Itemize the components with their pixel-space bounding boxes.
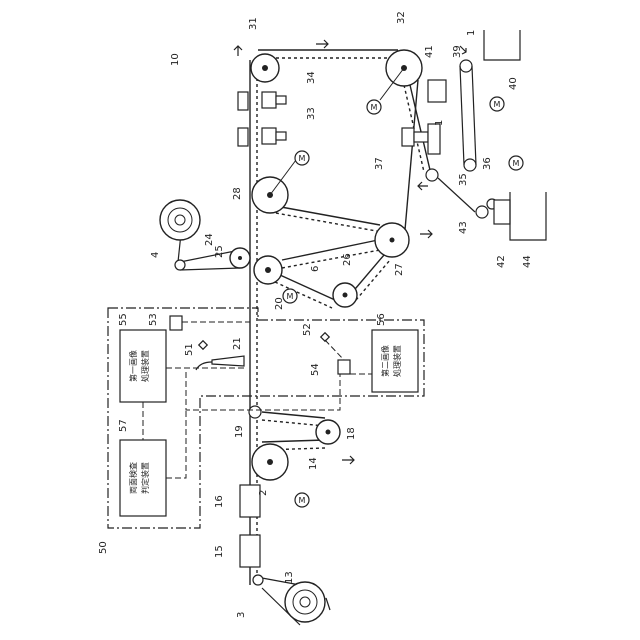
ref-33: 33 [306,107,317,120]
motor-label: M [494,100,501,109]
ref-40: 40 [508,77,519,90]
motor-label: M [299,154,306,163]
ref-50: 50 [98,541,109,554]
box-first-line-1: 第一画像 [128,350,138,382]
roller-27 [375,223,409,257]
motor-label: M [513,159,520,168]
ref-20: 20 [274,297,285,310]
ref-19: 19 [234,425,245,438]
ref-32: 32 [396,11,407,24]
ref-28: 28 [232,187,243,200]
sprocket-28 [252,160,296,213]
sprocket-14 [252,444,288,480]
ref-31: 31 [248,17,259,30]
ref-55: 55 [118,313,129,326]
ref-13: 13 [284,571,295,584]
ref-10: 10 [170,53,181,66]
ref-43: 43 [458,221,469,234]
motor-label: M [299,496,306,505]
box-double-side-judge: 両面検査 判定装置 [120,440,166,516]
motor-label: M [287,292,294,301]
box-judge-line-2: 判定装置 [140,462,150,494]
ref-21: 21 [232,337,243,350]
roller-19 [249,406,261,418]
sprocket-20 [254,256,282,284]
ref-4: 4 [150,252,161,258]
reference-labels: 10 31 32 34 33 41 39 1 1 40 37 35 36 43 … [98,11,533,618]
roller-35 [426,169,438,181]
sensors [170,316,350,374]
roller-26 [333,283,357,307]
sprocket-31 [251,54,279,82]
ref-56: 56 [376,313,387,326]
ref-37: 37 [374,157,385,170]
box-first-line-2: 処理装置 [140,350,150,382]
ref-1b: 1 [466,30,477,36]
ref-54: 54 [310,363,321,376]
roller-36 [464,159,476,171]
box-judge-line-1: 両面検査 [128,462,138,494]
ref-42: 42 [496,255,507,268]
ref-57: 57 [118,419,129,432]
box-second-line-1: 第二画像 [380,345,390,377]
ref-41: 41 [424,45,435,58]
ref-25: 25 [214,245,225,258]
ref-52: 52 [302,323,313,336]
stations [238,80,510,567]
ref-2: 2 [258,490,269,496]
motor-label: M [371,103,378,112]
ref-35: 35 [458,173,469,186]
box-second-image-processor: 第二画像 処理装置 [372,330,418,392]
ref-27: 27 [394,263,405,276]
roller-25 [230,248,250,268]
box-second-line-2: 処理装置 [392,345,402,377]
feed-belts [178,224,300,625]
ref-39: 39 [452,45,463,58]
ref-1a: 1 [434,120,445,126]
ref-6: 6 [310,266,321,272]
ref-15: 15 [214,545,225,558]
ref-14: 14 [308,457,319,470]
ref-16: 16 [214,495,225,508]
ref-44: 44 [522,255,533,268]
roller-18 [316,420,340,444]
ref-18: 18 [346,427,357,440]
box-first-image-processor: 第一画像 処理装置 [120,330,166,402]
roller-39 [460,60,472,72]
ref-51: 51 [184,343,195,356]
ref-36: 36 [482,157,493,170]
ref-53: 53 [148,313,159,326]
ref-3: 3 [236,612,247,618]
ref-26: 26 [342,253,353,266]
ref-24: 24 [204,233,215,246]
ref-34: 34 [306,71,317,84]
